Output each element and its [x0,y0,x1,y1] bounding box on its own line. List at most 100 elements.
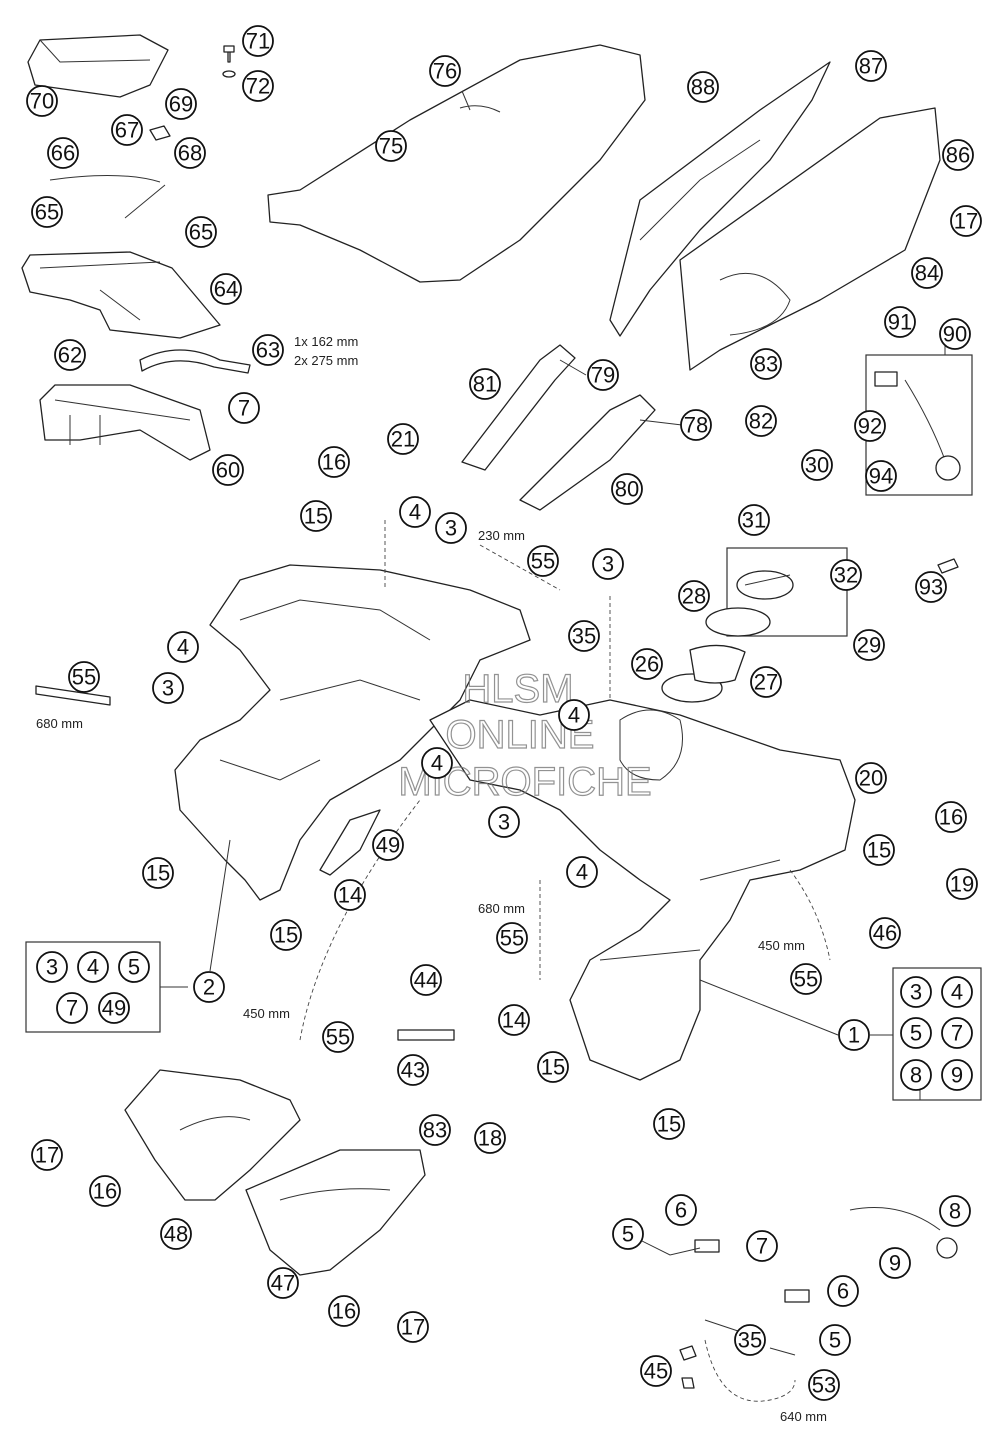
callout-15b[interactable]: 15 [863,834,895,866]
kit-left-4[interactable]: 4 [77,951,109,983]
callout-71[interactable]: 71 [242,25,274,57]
callout-79[interactable]: 79 [587,359,619,391]
callout-68[interactable]: 68 [174,137,206,169]
callout-67[interactable]: 67 [111,114,143,146]
callout-47[interactable]: 47 [267,1267,299,1299]
callout-3b[interactable]: 3 [592,548,624,580]
kit-right-8[interactable]: 8 [900,1059,932,1091]
callout-16a[interactable]: 16 [318,446,350,478]
callout-3d[interactable]: 3 [488,806,520,838]
callout-16d[interactable]: 16 [328,1295,360,1327]
callout-53[interactable]: 53 [808,1369,840,1401]
callout-63[interactable]: 63 [252,334,284,366]
callout-15f[interactable]: 15 [653,1108,685,1140]
kit-right-7[interactable]: 7 [941,1017,973,1049]
callout-18[interactable]: 18 [474,1122,506,1154]
callout-14a[interactable]: 14 [334,879,366,911]
callout-80[interactable]: 80 [611,473,643,505]
callout-16b[interactable]: 16 [935,801,967,833]
callout-19[interactable]: 19 [946,868,978,900]
callout-3c[interactable]: 3 [152,672,184,704]
callout-65a[interactable]: 65 [31,196,63,228]
kit-right-3[interactable]: 3 [900,976,932,1008]
callout-87[interactable]: 87 [855,50,887,82]
callout-4b[interactable]: 4 [167,631,199,663]
callout-14b[interactable]: 14 [498,1004,530,1036]
callout-9[interactable]: 9 [879,1247,911,1279]
callout-55a[interactable]: 55 [527,545,559,577]
callout-78[interactable]: 78 [680,409,712,441]
kit-left-5[interactable]: 5 [118,951,150,983]
callout-17a[interactable]: 17 [950,205,982,237]
kit-right-4[interactable]: 4 [941,976,973,1008]
callout-60[interactable]: 60 [212,454,244,486]
callout-43[interactable]: 43 [397,1054,429,1086]
kit-left-3[interactable]: 3 [36,951,68,983]
callout-83b[interactable]: 83 [419,1114,451,1146]
callout-27[interactable]: 27 [750,666,782,698]
callout-2[interactable]: 2 [193,971,225,1003]
callout-92[interactable]: 92 [854,410,886,442]
callout-69[interactable]: 69 [165,88,197,120]
callout-15e[interactable]: 15 [537,1051,569,1083]
callout-32[interactable]: 32 [830,559,862,591]
callout-64[interactable]: 64 [210,273,242,305]
callout-15a[interactable]: 15 [300,500,332,532]
kit-left-7[interactable]: 7 [56,992,88,1024]
callout-3a[interactable]: 3 [435,512,467,544]
callout-35b[interactable]: 35 [734,1324,766,1356]
callout-65b[interactable]: 65 [185,216,217,248]
callout-81[interactable]: 81 [469,368,501,400]
callout-49[interactable]: 49 [372,829,404,861]
callout-62[interactable]: 62 [54,339,86,371]
callout-17c[interactable]: 17 [397,1311,429,1343]
callout-4d[interactable]: 4 [421,747,453,779]
callout-93[interactable]: 93 [915,571,947,603]
callout-86[interactable]: 86 [942,139,974,171]
callout-4a[interactable]: 4 [399,496,431,528]
callout-66[interactable]: 66 [47,137,79,169]
callout-76[interactable]: 76 [429,55,461,87]
callout-31[interactable]: 31 [738,504,770,536]
callout-7a[interactable]: 7 [228,392,260,424]
callout-17b[interactable]: 17 [31,1139,63,1171]
callout-15c[interactable]: 15 [142,857,174,889]
callout-45[interactable]: 45 [640,1355,672,1387]
callout-1[interactable]: 1 [838,1019,870,1051]
callout-88[interactable]: 88 [687,71,719,103]
kit-left-49[interactable]: 49 [98,992,130,1024]
callout-55d[interactable]: 55 [790,963,822,995]
callout-5a[interactable]: 5 [612,1218,644,1250]
callout-70[interactable]: 70 [26,85,58,117]
callout-90[interactable]: 90 [939,318,971,350]
callout-8[interactable]: 8 [939,1195,971,1227]
callout-55b[interactable]: 55 [68,661,100,693]
callout-21[interactable]: 21 [387,423,419,455]
callout-35a[interactable]: 35 [568,620,600,652]
callout-83a[interactable]: 83 [750,348,782,380]
callout-7b[interactable]: 7 [746,1230,778,1262]
callout-55e[interactable]: 55 [322,1021,354,1053]
callout-15d[interactable]: 15 [270,919,302,951]
callout-6a[interactable]: 6 [665,1194,697,1226]
callout-4c[interactable]: 4 [558,699,590,731]
callout-26[interactable]: 26 [631,648,663,680]
callout-46[interactable]: 46 [869,917,901,949]
callout-29[interactable]: 29 [853,629,885,661]
kit-right-5[interactable]: 5 [900,1017,932,1049]
callout-72[interactable]: 72 [242,70,274,102]
callout-44[interactable]: 44 [410,964,442,996]
callout-20[interactable]: 20 [855,762,887,794]
callout-6b[interactable]: 6 [827,1275,859,1307]
callout-91[interactable]: 91 [884,306,916,338]
callout-48[interactable]: 48 [160,1218,192,1250]
callout-4e[interactable]: 4 [566,856,598,888]
callout-84[interactable]: 84 [911,257,943,289]
kit-right-9[interactable]: 9 [941,1059,973,1091]
callout-16c[interactable]: 16 [89,1175,121,1207]
callout-94[interactable]: 94 [865,460,897,492]
callout-55c[interactable]: 55 [496,922,528,954]
callout-28[interactable]: 28 [678,580,710,612]
callout-75[interactable]: 75 [375,130,407,162]
callout-5b[interactable]: 5 [819,1324,851,1356]
